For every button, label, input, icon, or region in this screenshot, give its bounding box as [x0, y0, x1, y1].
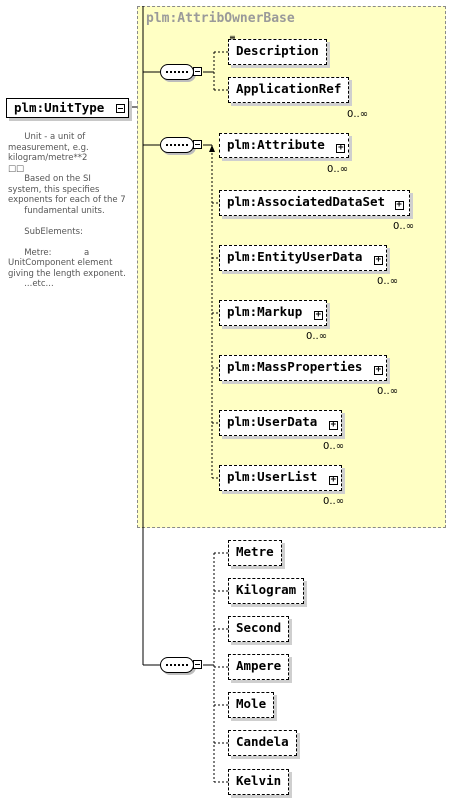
- root-element-unittype[interactable]: plm:UnitType: [6, 98, 129, 118]
- element-label: plm:MassProperties: [227, 359, 363, 374]
- element-description[interactable]: Description: [228, 39, 327, 65]
- documentation-icon: ≡: [229, 33, 236, 42]
- expand-icon[interactable]: +: [394, 200, 404, 210]
- sequence-compositor-units[interactable]: [160, 657, 194, 673]
- occurrence-label: 0..∞: [306, 331, 328, 342]
- expand-icon[interactable]: +: [336, 143, 346, 153]
- element-markup[interactable]: plm:Markup +: [219, 300, 331, 330]
- element-label: plm:AssociatedDataSet: [227, 194, 386, 209]
- element-label: plm:Attribute: [227, 137, 325, 152]
- collapse-icon[interactable]: [193, 660, 202, 669]
- documentation-line: kilogram/metre**2: [8, 153, 88, 163]
- element-ampere[interactable]: Ampere: [228, 654, 290, 680]
- documentation-line: [8, 216, 134, 227]
- element-attribute[interactable]: plm:Attribute +: [219, 133, 354, 162]
- element-label: Ampere: [236, 658, 282, 673]
- element-kelvin[interactable]: Kelvin: [228, 769, 290, 795]
- documentation-line: UnitComponent element: [8, 258, 113, 268]
- documentation-line: SubElements:: [8, 226, 83, 237]
- root-element-label: plm:UnitType: [14, 100, 105, 115]
- occurrence-label: 0..∞: [377, 276, 399, 287]
- sequence-compositor-attributes[interactable]: [160, 137, 194, 153]
- occurrence-label: 0..∞: [323, 496, 345, 507]
- collapse-icon[interactable]: [193, 140, 202, 149]
- expand-icon[interactable]: +: [328, 420, 338, 430]
- documentation-line: ...etc...: [8, 279, 54, 289]
- documentation-line: giving the length exponent.: [8, 268, 126, 279]
- element-massproperties[interactable]: plm:MassProperties +: [219, 355, 391, 385]
- occurrence-label: 0..∞: [377, 386, 399, 397]
- expand-icon[interactable]: +: [328, 475, 338, 485]
- element-mole[interactable]: Mole: [228, 692, 275, 718]
- collapse-icon[interactable]: [193, 67, 202, 76]
- documentation-line: Metre: a: [8, 247, 90, 258]
- element-userdata[interactable]: plm:UserData +: [219, 410, 346, 440]
- element-entityuserdata[interactable]: plm:EntityUserData +: [219, 245, 391, 275]
- element-label: Kelvin: [236, 773, 282, 788]
- documentation-line: exponents for each of the 7: [8, 195, 126, 205]
- documentation-line: measurement, e.g.: [8, 142, 89, 153]
- element-label: Description: [236, 43, 319, 58]
- expand-icon[interactable]: +: [313, 310, 323, 320]
- element-label: Second: [236, 620, 282, 635]
- element-label: plm:UserList: [227, 469, 318, 484]
- element-kilogram[interactable]: Kilogram: [228, 578, 305, 604]
- element-label: plm:UserData: [227, 414, 318, 429]
- element-metre[interactable]: Metre: [228, 540, 282, 566]
- element-label: plm:EntityUserData: [227, 249, 363, 264]
- occurrence-label: 0..∞: [323, 441, 345, 452]
- sequence-compositor-group[interactable]: [160, 64, 194, 80]
- documentation-line: [8, 237, 134, 248]
- documentation-line: Unit - a unit of: [8, 132, 86, 142]
- element-userlist[interactable]: plm:UserList +: [219, 465, 346, 495]
- element-label: plm:Markup: [227, 304, 303, 319]
- expand-icon[interactable]: +: [374, 365, 383, 375]
- element-candela[interactable]: Candela: [228, 730, 297, 756]
- group-title: plm:AttribOwnerBase: [146, 11, 295, 26]
- element-label: Mole: [236, 696, 267, 711]
- element-associateddataset[interactable]: plm:AssociatedDataSet +: [219, 190, 414, 220]
- element-label: Kilogram: [236, 582, 297, 597]
- element-applicationref[interactable]: ApplicationRef: [228, 77, 354, 107]
- occurrence-label: 0..∞: [393, 221, 415, 232]
- occurrence-label: 0..∞: [327, 164, 349, 175]
- element-second[interactable]: Second: [228, 616, 290, 642]
- documentation-line: system, this specifies: [8, 184, 100, 195]
- expand-icon[interactable]: +: [374, 255, 383, 265]
- collapse-icon[interactable]: [115, 104, 125, 113]
- documentation-line: Based on the SI: [8, 174, 91, 184]
- element-label: ApplicationRef: [236, 81, 342, 96]
- element-label: Metre: [236, 544, 274, 559]
- occurrence-label: 0..∞: [347, 109, 369, 120]
- documentation-line: □□: [8, 163, 25, 174]
- element-label: Candela: [236, 734, 289, 749]
- documentation-line: fundamental units.: [8, 205, 105, 216]
